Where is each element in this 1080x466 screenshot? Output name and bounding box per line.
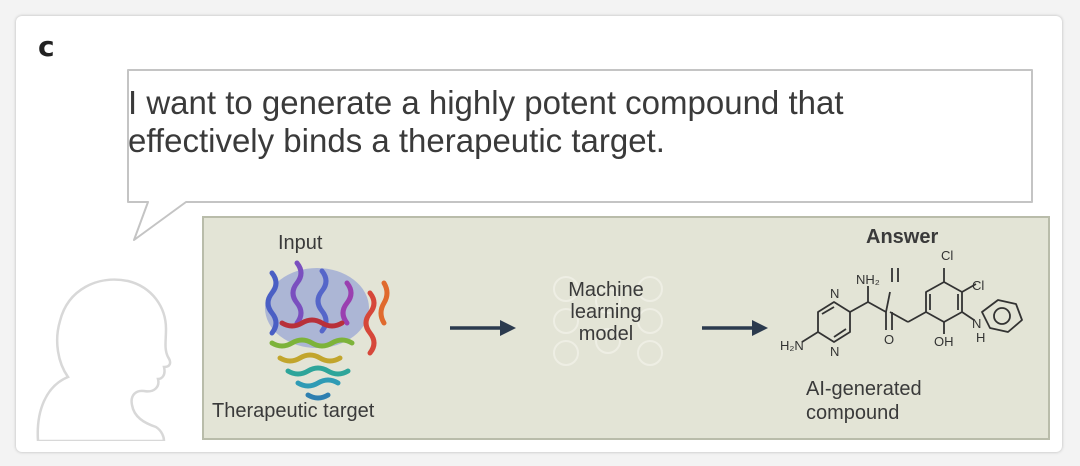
atom-nh2: NH₂: [856, 272, 880, 287]
atom-h2n: H₂N: [780, 338, 804, 353]
arrow-right-icon: [450, 320, 516, 336]
speech-bubble: [127, 69, 1033, 241]
molecule-structure-icon: Cl Cl NH₂ H₂N O OH N H N N: [780, 248, 1023, 359]
atom-n-ring-top: N: [830, 286, 839, 301]
therapeutic-target-label: Therapeutic target: [212, 400, 375, 422]
protein-structure-icon: [265, 260, 390, 401]
person-silhouette-icon: [36, 278, 172, 441]
input-label: Input: [278, 232, 323, 254]
atom-oh: OH: [934, 334, 954, 349]
figure-card: c I want to generate a highly potent com…: [16, 16, 1062, 452]
machine-learning-model-label: Machine learning model: [568, 279, 644, 345]
atom-n-ring-bottom: N: [830, 344, 839, 359]
atom-h-amine: H: [976, 330, 985, 345]
atom-cl-mid: Cl: [972, 278, 984, 293]
ai-generated-compound-label: AI-generated compound: [806, 378, 922, 424]
atom-cl-top: Cl: [941, 248, 953, 263]
speech-text: I want to generate a highly potent compo…: [128, 84, 844, 159]
neural-network-icon: [553, 276, 663, 366]
atom-n-amine: N: [972, 316, 981, 331]
atom-o: O: [884, 332, 894, 347]
panel-label: c: [38, 30, 55, 63]
arrow-right-icon: [702, 320, 768, 336]
answer-label: Answer: [866, 226, 939, 248]
